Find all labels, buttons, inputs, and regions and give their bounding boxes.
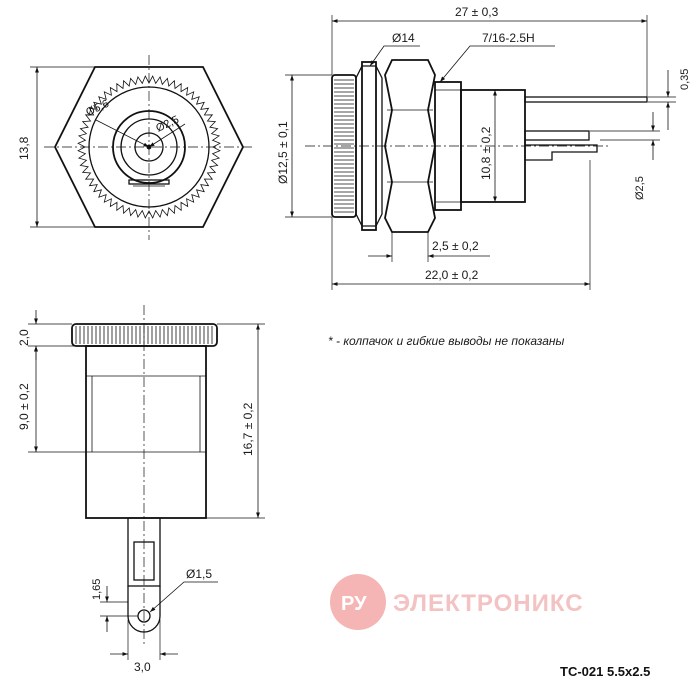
label-cap-height: 2,0 bbox=[17, 329, 31, 346]
brand-name: ЭЛЕКТРОНИКС bbox=[393, 590, 584, 617]
leader-cap-diameter bbox=[369, 45, 420, 67]
label-total-height: 16,7 ± 0,2 bbox=[241, 402, 255, 456]
label-body-diameter: 10,8 ± 0,2 bbox=[479, 126, 493, 180]
label-lug-hole: Ø1,5 bbox=[186, 567, 212, 581]
leader-inner-pin bbox=[148, 123, 186, 148]
side-pin-round bbox=[524, 130, 590, 141]
footnote: * - колпачок и гибкие выводы не показаны bbox=[328, 334, 564, 348]
side-pin-lower bbox=[524, 140, 598, 161]
side-knurl-lines bbox=[334, 79, 354, 213]
label-overall-length: 27 ± 0,3 bbox=[455, 5, 499, 19]
brand-badge-circle bbox=[330, 574, 386, 630]
hex-nut-outline bbox=[53, 66, 245, 228]
label-pin-thickness: 0,35 bbox=[679, 69, 691, 90]
bottom-knurled-cap bbox=[71, 323, 218, 347]
bottom-view: 2,0 9,0 ± 0,2 16,7 ± 0,2 Ø1,5 1,65 3,0 bbox=[17, 305, 265, 674]
bottom-body bbox=[85, 345, 207, 519]
label-lug-width: 3,0 bbox=[134, 660, 151, 674]
leader-outer-hole bbox=[95, 119, 150, 148]
label-inner-pin: Ø2,5 bbox=[154, 114, 181, 135]
side-view: 27 ± 0,3 Ø14 7/16-2.5H 0,35 Ø2,5 Ø12,5 ±… bbox=[276, 5, 691, 290]
label-pin-diameter: Ø2,5 bbox=[634, 176, 646, 200]
brand-badge-text: РУ bbox=[341, 593, 367, 615]
label-body-length: 22,0 ± 0,2 bbox=[425, 268, 479, 282]
side-pin-flat bbox=[524, 96, 648, 103]
label-flange-thickness: 2,5 ± 0,2 bbox=[432, 239, 479, 253]
label-thread: 7/16-2.5H bbox=[482, 31, 535, 45]
label-cap-diameter: Ø14 bbox=[392, 31, 415, 45]
leader-thread bbox=[439, 45, 555, 83]
model-label: ТС-021 5.5x2.5 bbox=[560, 664, 650, 679]
label-lug-offset: 1,65 bbox=[91, 579, 103, 600]
brand-logo: РУ ЭЛЕКТРОНИКС bbox=[330, 574, 584, 630]
front-view: Ø5,6 Ø2,5 13,8 bbox=[17, 55, 255, 240]
label-hex-size: 13,8 bbox=[17, 136, 31, 160]
leader-lug-hole bbox=[149, 581, 218, 613]
label-thread-length: 9,0 ± 0,2 bbox=[17, 383, 31, 430]
label-cap-outer-diameter: Ø12,5 ± 0,1 bbox=[276, 121, 290, 184]
bottom-knurl-lines bbox=[75, 326, 213, 344]
side-washer-chamfer bbox=[355, 65, 383, 227]
